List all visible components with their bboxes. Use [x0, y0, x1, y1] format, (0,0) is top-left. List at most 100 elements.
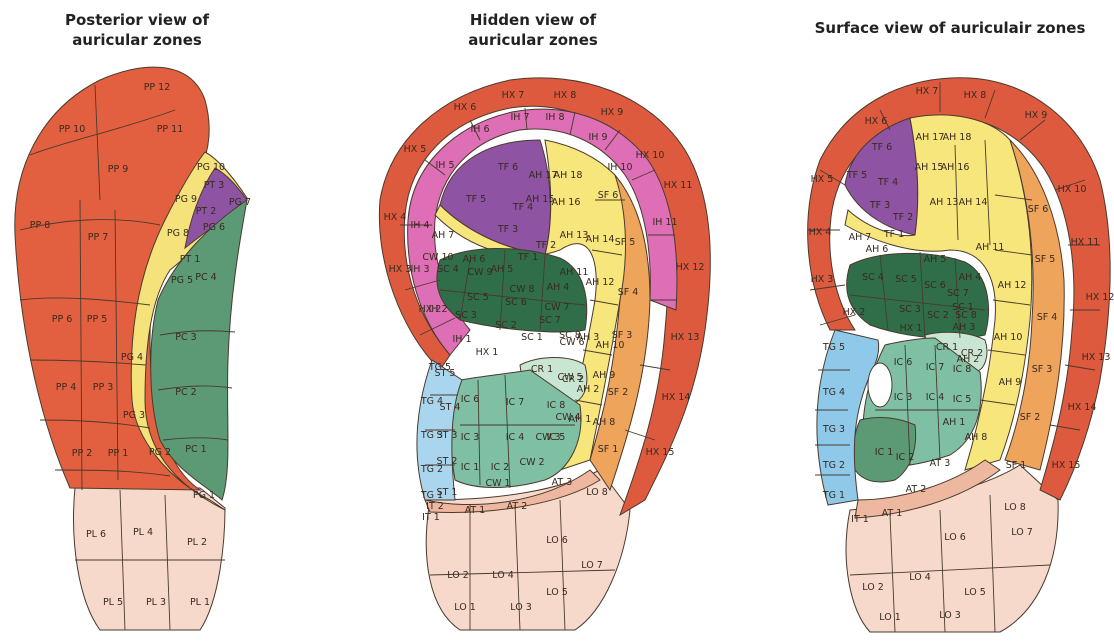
zone-label: AH 7 — [432, 230, 455, 241]
zone-label: SF 1 — [1006, 460, 1027, 471]
zone-label: CW 10 — [422, 252, 453, 263]
zone-label: ST 2 — [437, 456, 458, 467]
zone-label: AH 3 — [953, 322, 976, 333]
zone-label: SC 7 — [539, 315, 561, 326]
zone-label: SF 5 — [615, 237, 636, 248]
zone-label: HX 6 — [454, 102, 477, 113]
zone-label: AH 16 — [552, 197, 581, 208]
zone-label: LO 5 — [964, 587, 986, 598]
zone-label: HX 10 — [1058, 184, 1087, 195]
zone-label: HX 3 — [389, 264, 412, 275]
zone-label: AT 1 — [882, 508, 903, 519]
zone-label: AT 2 — [507, 501, 528, 512]
zone-label: PT 2 — [196, 206, 217, 217]
zone-label: AH 18 — [554, 170, 583, 181]
zone-label: PP 10 — [59, 124, 86, 135]
zone-label: PT 3 — [204, 180, 225, 191]
zone-label: SC 6 — [924, 280, 946, 291]
zone-label: AH 12 — [998, 280, 1027, 291]
zone-label: PG 6 — [203, 222, 225, 233]
zone-label: ST 4 — [440, 402, 461, 413]
zone-label: IC 5 — [547, 432, 566, 443]
zone-label: AH 11 — [976, 242, 1005, 253]
zone-label: SC 6 — [505, 297, 527, 308]
zone-label: ST 1 — [437, 487, 458, 498]
zone-label: AH 14 — [586, 234, 615, 245]
zone-label: AH 5 — [491, 264, 514, 275]
zone-label: AH 10 — [994, 332, 1023, 343]
zone-label: SC 8 — [559, 330, 581, 341]
zone-label: HX 14 — [662, 392, 691, 403]
zone-label: IC 2 — [896, 452, 915, 463]
zone-label: HX 5 — [811, 174, 834, 185]
zone-label: HX 11 — [1071, 237, 1100, 248]
zone-label: SF 2 — [1020, 412, 1041, 423]
zone-label: AH 4 — [959, 272, 982, 283]
zone-label: IC 8 — [547, 400, 566, 411]
zone-label: AH 16 — [941, 162, 970, 173]
zone-label: CW 1 — [485, 478, 510, 489]
zone-label: HX 4 — [384, 212, 407, 223]
zone-label: TF 4 — [877, 177, 898, 188]
zone-label: CW 9 — [467, 267, 492, 278]
zone-label: AH 13 — [930, 197, 959, 208]
zone-label: AH 8 — [965, 432, 988, 443]
zone-label: CW 8 — [509, 284, 534, 295]
zone-label: HX 1 — [900, 323, 923, 334]
zone-label: IC 3 — [461, 432, 480, 443]
zone-label: AH 8 — [593, 417, 616, 428]
zone-label: IH 6 — [470, 124, 489, 135]
zone-label: TF 3 — [497, 224, 518, 235]
zone-label: AT 3 — [552, 477, 573, 488]
zone-label: SF 3 — [1032, 364, 1053, 375]
zone-label: ST 5 — [435, 368, 456, 379]
zone-label: LO 2 — [862, 582, 884, 593]
zone-label: SC 8 — [955, 310, 977, 321]
zone-label: SC 5 — [895, 274, 917, 285]
zone-label: IC 4 — [926, 392, 945, 403]
zone-label: PC 2 — [175, 387, 196, 398]
zone-label: TG 5 — [822, 342, 845, 353]
zone-label: SC 3 — [899, 304, 921, 315]
zone-label: PL 5 — [103, 597, 123, 608]
zone-label: ST 3 — [437, 430, 458, 441]
zone-label: AH 1 — [943, 417, 966, 428]
zone-label: IC 3 — [894, 392, 913, 403]
zone-label: IC 7 — [506, 397, 525, 408]
zone-label: PL 3 — [146, 597, 166, 608]
zone-label: HX 13 — [1082, 352, 1111, 363]
zone-label: PP 1 — [108, 448, 129, 459]
zone-label: PT 1 — [180, 254, 201, 265]
zone-label: AT 1 — [465, 505, 486, 516]
zone-label: HX 10 — [636, 150, 665, 161]
zone-label: AH 15 — [915, 162, 944, 173]
zone-label: PG 7 — [229, 197, 251, 208]
zone-label: PG 10 — [197, 162, 225, 173]
zone-label: CR 2 — [961, 348, 983, 359]
zone-label: AH 6 — [866, 244, 889, 255]
zone-label: SC 3 — [455, 310, 477, 321]
zone-label: LO 3 — [939, 610, 961, 621]
posterior-ear — [15, 67, 247, 630]
zone-label: SF 4 — [618, 287, 639, 298]
zone-label: AH 9 — [999, 377, 1022, 388]
zone-label: TF 6 — [497, 162, 518, 173]
zone-label: IC 2 — [491, 462, 510, 473]
zone-label: IT 2 — [426, 501, 444, 512]
zone-label: AH 13 — [560, 230, 589, 241]
zone-label: IC 5 — [953, 394, 972, 405]
zone-label: HX 15 — [646, 447, 675, 458]
zone-label: HX 15 — [1052, 460, 1081, 471]
zone-label: SF 6 — [598, 190, 619, 201]
zone-label: IT 1 — [851, 514, 869, 525]
zone-label: AH 10 — [596, 340, 625, 351]
zone-label: CW 4 — [555, 412, 580, 423]
zone-label: PG 5 — [171, 275, 193, 286]
zone-label: IC 8 — [953, 364, 972, 375]
zone-label: HX 13 — [671, 332, 700, 343]
zone-label: LO 2 — [447, 570, 469, 581]
zone-label: PL 6 — [86, 529, 106, 540]
zone-label: PC 4 — [195, 272, 216, 283]
zone-label: SF 1 — [598, 444, 619, 455]
zone-label: TF 2 — [535, 240, 556, 251]
